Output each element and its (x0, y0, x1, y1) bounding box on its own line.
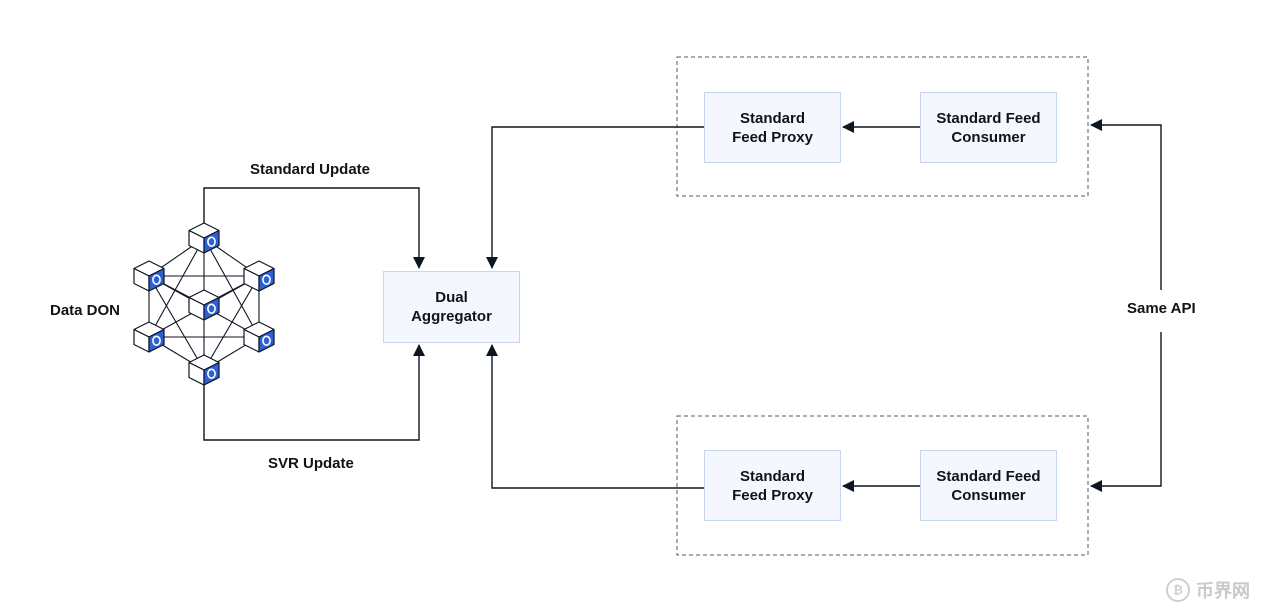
bottom-feed-consumer-node: Standard Feed Consumer (920, 450, 1057, 521)
bottom-feed-consumer-line-1: Standard Feed (936, 467, 1041, 485)
don-node-cube-icon (188, 354, 220, 386)
bottom-feed-proxy-line-1: Standard (739, 467, 805, 485)
don-node-cube-icon (243, 260, 275, 292)
don-link-13 (203, 275, 260, 371)
data-don-label: Data DON (50, 302, 121, 319)
don-link-12 (148, 275, 205, 371)
bottom-consumer-group (676, 415, 1089, 556)
top-feed-proxy-line-1: Standard (739, 109, 805, 127)
data-don-network-icon (133, 222, 275, 386)
dual-aggregator-line-1: Dual (435, 289, 468, 306)
top-feed-consumer-node: Standard Feed Consumer (920, 92, 1057, 163)
don-node-cube-icon (188, 289, 220, 321)
bitcoin-coin-icon: ₿ (1166, 578, 1190, 602)
watermark: ₿ 币界网 (1166, 577, 1250, 603)
dual-aggregator-line-2: Aggregator (411, 308, 492, 325)
top-feed-proxy-node: Standard Feed Proxy (704, 92, 841, 163)
dual-aggregator-node: Dual Aggregator (383, 271, 520, 343)
don-node-cube-icon (133, 260, 165, 292)
watermark-text: 币界网 (1196, 581, 1250, 601)
standard-update-connector (203, 187, 425, 269)
top-feed-consumer-line-1: Standard Feed (936, 109, 1041, 127)
same-api-top-connector (1090, 119, 1162, 290)
same-api-label: Same API (1127, 300, 1196, 317)
don-link-7 (203, 237, 260, 338)
top-feed-consumer-line-2: Consumer (951, 128, 1026, 146)
standard-update-label: Standard Update (250, 161, 371, 178)
top-feed-proxy-line-2: Feed Proxy (732, 128, 813, 146)
bottom-feed-proxy-line-2: Feed Proxy (732, 486, 813, 504)
bottom-feed-consumer-line-2: Consumer (951, 486, 1026, 504)
don-link-6 (148, 237, 205, 338)
svr-update-label: SVR Update (268, 455, 354, 472)
don-node-cube-icon (133, 321, 165, 353)
same-api-bottom-connector (1090, 332, 1162, 492)
svr-update-connector (203, 344, 425, 441)
top-proxy-to-aggregator-connector (486, 126, 704, 269)
bottom-feed-proxy-node: Standard Feed Proxy (704, 450, 841, 521)
bottom-proxy-to-aggregator-connector (486, 344, 704, 489)
don-node-cube-icon (243, 321, 275, 353)
don-node-cube-icon (188, 222, 220, 254)
